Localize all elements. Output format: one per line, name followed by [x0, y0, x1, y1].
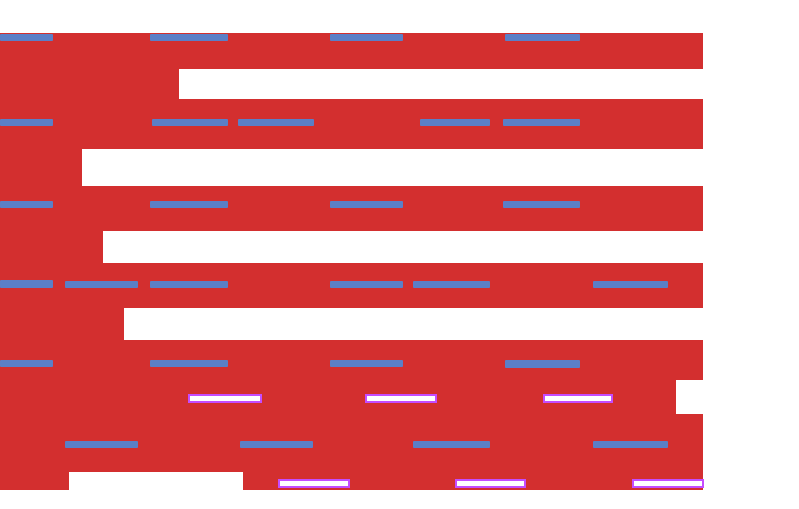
annotation-field-1[interactable]	[188, 394, 262, 403]
text-highlight-bar[interactable]	[65, 441, 138, 448]
redaction-band-6b	[0, 472, 69, 490]
page-gap-6	[69, 472, 243, 490]
text-highlight-bar[interactable]	[65, 281, 138, 288]
redaction-band-2	[0, 99, 703, 149]
page-gap-5	[676, 380, 703, 414]
text-highlight-bar[interactable]	[0, 119, 53, 126]
text-highlight-bar[interactable]	[150, 281, 228, 288]
redaction-band-2b	[0, 149, 82, 186]
text-highlight-bar[interactable]	[505, 360, 580, 368]
text-highlight-bar[interactable]	[503, 119, 580, 126]
text-highlight-bar[interactable]	[150, 360, 228, 367]
redaction-band-3b	[0, 231, 103, 263]
text-highlight-bar[interactable]	[240, 441, 313, 448]
text-highlight-bar[interactable]	[503, 201, 580, 208]
text-highlight-bar[interactable]	[330, 201, 403, 208]
text-highlight-bar[interactable]	[0, 360, 53, 367]
text-highlight-bar[interactable]	[593, 281, 668, 288]
page-gap-4	[124, 308, 703, 340]
text-highlight-bar[interactable]	[0, 201, 53, 208]
annotation-field-5[interactable]	[455, 479, 526, 488]
text-highlight-bar[interactable]	[420, 119, 490, 126]
text-highlight-bar[interactable]	[238, 119, 314, 126]
annotation-field-3[interactable]	[543, 394, 613, 403]
text-highlight-bar[interactable]	[505, 34, 580, 41]
text-highlight-bar[interactable]	[330, 281, 403, 288]
redaction-band-1b	[0, 69, 179, 99]
text-highlight-bar[interactable]	[0, 280, 53, 288]
page-gap-2	[82, 149, 703, 186]
redaction-band-4b	[0, 308, 124, 340]
annotation-field-6[interactable]	[632, 479, 704, 488]
text-highlight-bar[interactable]	[150, 34, 228, 41]
text-highlight-bar[interactable]	[0, 34, 53, 41]
annotation-field-2[interactable]	[365, 394, 437, 403]
annotation-field-4[interactable]	[278, 479, 350, 488]
redaction-band-3	[0, 186, 703, 231]
page-gap-3	[103, 231, 703, 263]
text-highlight-bar[interactable]	[150, 201, 228, 208]
text-highlight-bar[interactable]	[330, 360, 403, 367]
text-highlight-bar[interactable]	[593, 441, 668, 448]
text-highlight-bar[interactable]	[413, 281, 490, 288]
page-gap-1	[179, 69, 703, 99]
text-highlight-bar[interactable]	[330, 34, 403, 41]
text-highlight-bar[interactable]	[413, 441, 490, 448]
text-highlight-bar[interactable]	[152, 119, 228, 126]
